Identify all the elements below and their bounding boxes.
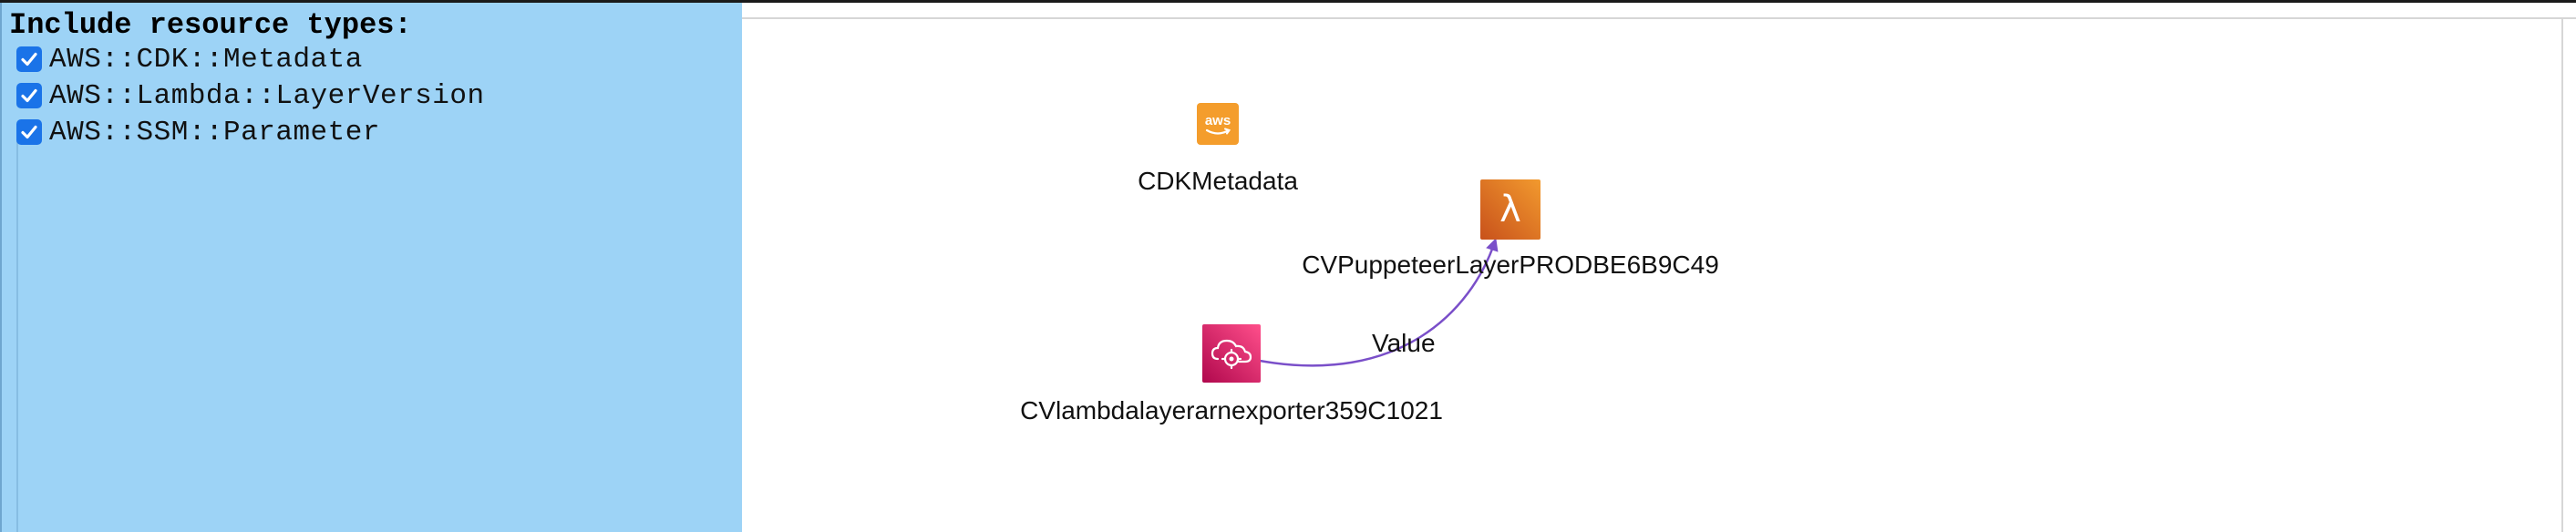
filter-panel-title: Include resource types:: [9, 8, 412, 42]
checkbox-checked-icon[interactable]: [16, 83, 42, 108]
filter-option-label: AWS::SSM::Parameter: [49, 116, 380, 148]
filter-option-label: AWS::Lambda::LayerVersion: [49, 79, 485, 112]
svg-text:λ: λ: [1499, 189, 1521, 230]
node-cvpuppeteerlayer[interactable]: λ: [1480, 179, 1540, 244]
node-cvlambdalayerarnexporter[interactable]: [1202, 324, 1261, 387]
ssm-parameter-icon: [1202, 324, 1261, 383]
aws-logo-icon: aws: [1197, 103, 1239, 145]
filter-option-label: AWS::CDK::Metadata: [49, 43, 363, 76]
svg-text:aws: aws: [1205, 113, 1231, 128]
node-label: CVlambdalayerarnexporter359C1021: [1020, 396, 1443, 425]
node-label: CVPuppeteerLayerPRODBE6B9C49: [1302, 251, 1719, 279]
filter-option-lambda-layerversion[interactable]: AWS::Lambda::LayerVersion: [16, 79, 485, 112]
filter-option-cdk-metadata[interactable]: AWS::CDK::Metadata: [16, 43, 363, 76]
graph-edges: [1259, 238, 1499, 367]
edge-value[interactable]: [1259, 238, 1499, 367]
edge-label: Value: [1372, 329, 1436, 357]
canvas-border: [2561, 17, 2563, 532]
panel-divider: [16, 138, 18, 532]
checkbox-checked-icon[interactable]: [16, 46, 42, 72]
filter-option-ssm-parameter[interactable]: AWS::SSM::Parameter: [16, 116, 380, 148]
lambda-icon: λ: [1480, 179, 1540, 240]
node-label: CDKMetadata: [1138, 167, 1298, 195]
graph-canvas[interactable]: Value aws CDKMetadata λ CVPuppeteerLayer…: [742, 3, 2576, 532]
checkbox-checked-icon[interactable]: [16, 119, 42, 145]
node-cdkmetadata[interactable]: aws: [1197, 103, 1239, 149]
resource-type-filter-panel: Include resource types: AWS::CDK::Metada…: [0, 3, 742, 532]
window-top-border: [0, 0, 2576, 3]
canvas-border: [742, 17, 2576, 19]
